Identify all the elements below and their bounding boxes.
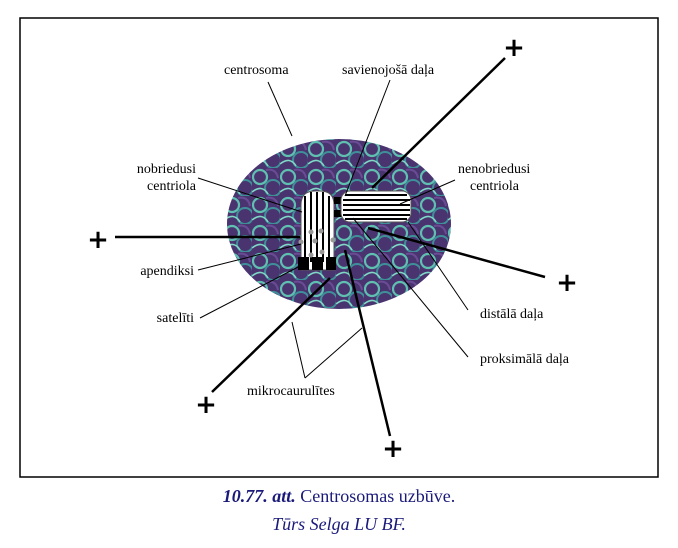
centrosome-body [227, 139, 451, 309]
plus-sign: + [503, 33, 525, 63]
label-distal-part: distālā daļa [480, 307, 544, 322]
plus-sign: + [195, 390, 217, 420]
immature-centriole [340, 190, 412, 223]
label-satellites: satelīti [157, 311, 194, 326]
plus-sign: + [87, 225, 109, 255]
label-proximal-part: proksimālā daļa [480, 352, 570, 367]
label-microtubules: mikrocaurulītes [247, 384, 335, 399]
label-centrosoma: centrosoma [224, 63, 289, 78]
figure-number: 10.77. att. [222, 486, 296, 506]
figure-credit: Tūrs Selga LU BF. [272, 514, 406, 534]
microtubules [115, 57, 546, 437]
connecting-part [334, 197, 342, 204]
label-immature-centriole-1: nenobriedusi [458, 162, 530, 177]
label-mature-centriole-2: centriola [147, 179, 197, 194]
appendages [298, 228, 336, 258]
label-immature-centriole-2: centriola [470, 179, 520, 194]
plus-ends: + + + + + [87, 33, 578, 464]
plus-sign: + [556, 268, 578, 298]
figure-caption: 10.77. att. Centrosomas uzbūve. [0, 486, 678, 507]
label-connecting-part: savienojošā daļa [342, 63, 435, 78]
label-mature-centriole-1: nobriedusi [137, 162, 196, 177]
leader-lines [197, 79, 469, 379]
mature-centriole [298, 190, 336, 271]
label-appendages: apendiksi [140, 264, 194, 279]
satellites [298, 257, 336, 270]
figure-title: Centrosomas uzbūve. [295, 486, 456, 506]
plus-sign: + [382, 434, 404, 464]
